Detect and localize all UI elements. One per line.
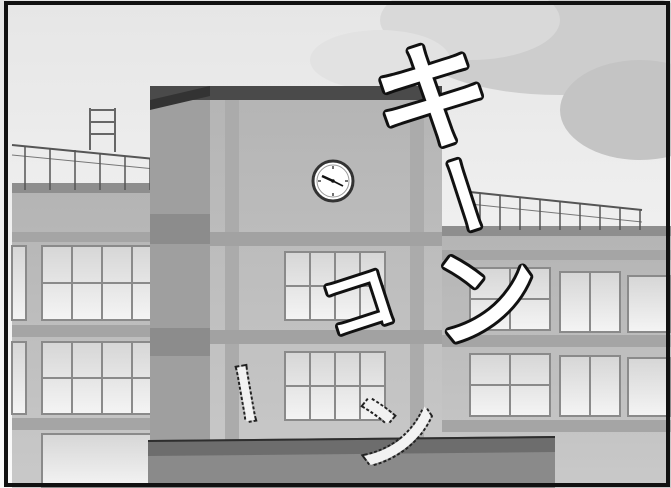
wall-clock-icon [311,159,355,203]
sfx-small-char: ー [199,355,286,433]
sfx-small-char: ン [349,379,440,483]
panel-border [4,1,670,487]
entrance-canopy [147,436,556,488]
clock-tower [150,86,442,488]
sfx-large-char: ン [425,230,545,366]
sfx-large: キ ー ン [361,19,548,369]
clouds [310,0,671,160]
sfx-large-char: キ [364,22,500,175]
